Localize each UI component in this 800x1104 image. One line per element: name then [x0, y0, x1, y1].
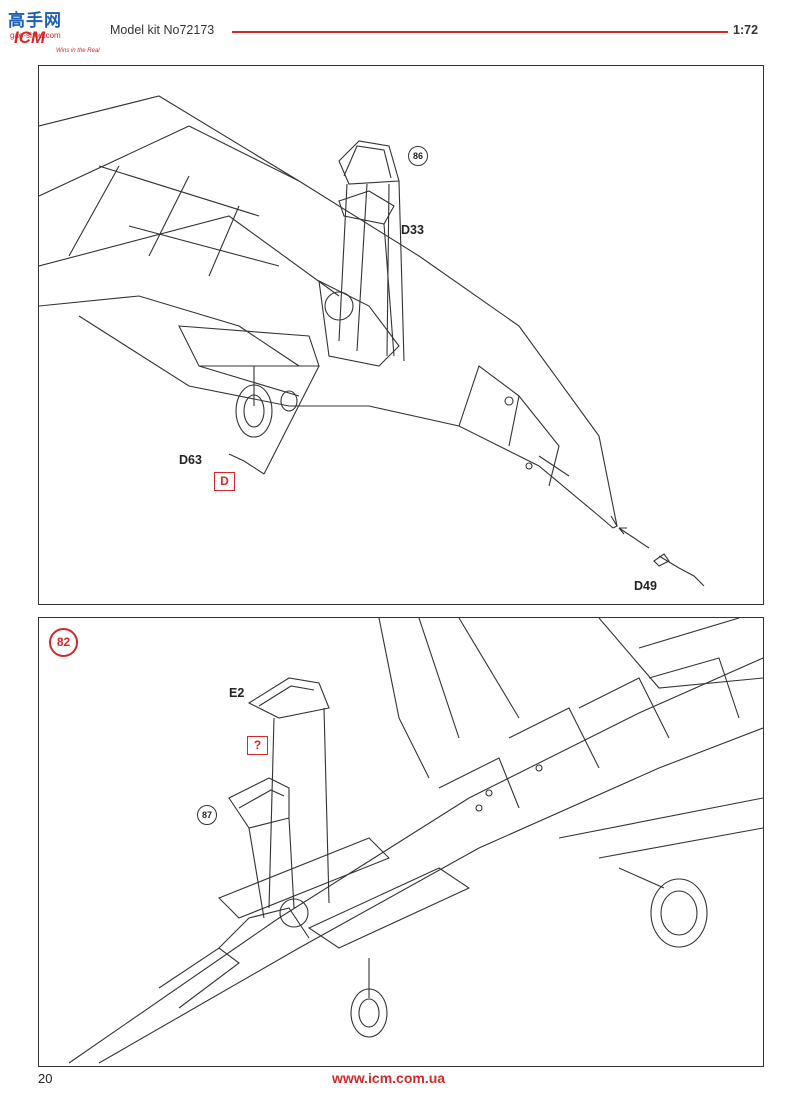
logo-url: gao-shou.com	[10, 31, 61, 40]
part-label-d49: D49	[634, 579, 657, 593]
part-label-e2: E2	[229, 686, 245, 700]
kit-title: Model kit No72173	[110, 23, 215, 37]
step-number-82: 82	[49, 628, 78, 657]
brand-logo[interactable]: 高手网 ICM gao-shou.com Wins in the Real	[8, 6, 100, 54]
page-header: 高手网 ICM gao-shou.com Wins in the Real Mo…	[0, 0, 800, 60]
instruction-panel-top: D33 D63 D49 D 86	[38, 65, 764, 605]
sub-step-87: 87	[197, 805, 217, 825]
sub-step-86: 86	[408, 146, 428, 166]
sprue-marker-d: D	[214, 472, 235, 491]
website-link[interactable]: www.icm.com.ua	[332, 1070, 446, 1086]
logo-chinese-text: 高手网	[8, 11, 62, 30]
aircraft-nose-drawing	[39, 95, 705, 587]
header-rule	[232, 31, 728, 33]
logo-mark: ICM	[14, 28, 46, 47]
part-label-d33: D33	[401, 223, 424, 237]
kit-scale: 1:72	[733, 23, 759, 37]
logo-tagline: Wins in the Real	[56, 48, 100, 54]
instruction-panel-bottom: 82 E2 ? 87	[38, 617, 764, 1067]
aircraft-cockpit-drawing	[68, 618, 763, 1064]
part-label-d63: D63	[179, 453, 202, 467]
page-number: 20	[38, 1071, 53, 1086]
sprue-marker-unknown: ?	[247, 736, 268, 755]
